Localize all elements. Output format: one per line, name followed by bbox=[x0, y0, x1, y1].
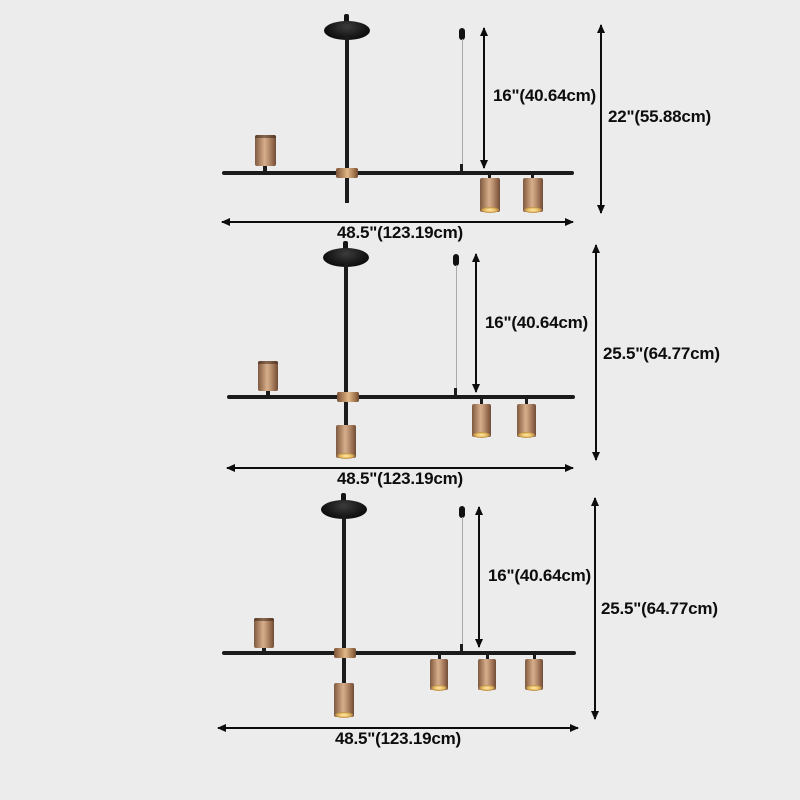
hanging-rod bbox=[342, 515, 346, 683]
drop-dimension-arrow bbox=[480, 27, 488, 169]
lamp-stub bbox=[438, 654, 441, 660]
height-dimension-arrow bbox=[591, 497, 599, 720]
wire-stub bbox=[454, 388, 457, 395]
height-dimension-arrow bbox=[592, 244, 600, 461]
lamp-stub bbox=[533, 654, 536, 660]
canopy-mount-stub bbox=[344, 14, 349, 25]
lamp-glow bbox=[473, 432, 490, 438]
lamp-stub bbox=[263, 164, 267, 172]
suspension-wire bbox=[456, 265, 457, 395]
width-dimension-arrow bbox=[226, 464, 574, 472]
horizontal-bar bbox=[222, 171, 574, 175]
height-dimension-arrow bbox=[597, 24, 605, 214]
lamp-stub bbox=[486, 654, 489, 660]
lamp-shade-down bbox=[517, 404, 536, 438]
width-dimension-arrow bbox=[221, 218, 574, 226]
wire-stub bbox=[460, 644, 463, 651]
lamp-glow bbox=[479, 685, 495, 691]
lamp-shade-up bbox=[258, 361, 278, 391]
lamp-shade-down bbox=[480, 178, 500, 213]
brass-joint bbox=[337, 392, 359, 402]
ceiling-canopy bbox=[324, 21, 370, 40]
width-dimension-label: 48.5"(123.19cm) bbox=[336, 223, 464, 242]
lamp-stub bbox=[525, 398, 528, 404]
lamp-shade-up bbox=[255, 135, 276, 166]
lamp-glow bbox=[524, 207, 542, 213]
lamp-shade-down bbox=[336, 425, 356, 459]
lamp-cap bbox=[258, 361, 278, 364]
lamp-shade-down bbox=[430, 659, 448, 691]
lamp-shade-down bbox=[478, 659, 496, 691]
width-dimension-arrow bbox=[217, 724, 579, 732]
drop-dimension-arrow bbox=[472, 253, 480, 393]
lamp-glow bbox=[431, 685, 447, 691]
lamp-glow bbox=[481, 207, 499, 213]
wire-top-cap bbox=[459, 28, 465, 40]
wire-top-cap bbox=[459, 506, 465, 518]
lamp-stub bbox=[266, 389, 270, 396]
lamp-glow bbox=[518, 432, 535, 438]
lamp-shade-down bbox=[472, 404, 491, 438]
suspension-wire bbox=[462, 517, 463, 651]
width-dimension-label: 48.5"(123.19cm) bbox=[336, 469, 464, 488]
horizontal-bar bbox=[227, 395, 575, 399]
lamp-glow bbox=[335, 712, 353, 718]
height-dimension-label: 22"(55.88cm) bbox=[608, 107, 712, 126]
wire-stub bbox=[460, 164, 463, 171]
lamp-shade-down bbox=[523, 178, 543, 213]
lamp-shade-down bbox=[334, 683, 354, 718]
lamp-stub bbox=[531, 174, 534, 179]
lamp-shade-up bbox=[254, 618, 274, 648]
lamp-cap bbox=[254, 618, 274, 621]
lamp-stub bbox=[480, 398, 483, 404]
lamp-shade-down bbox=[525, 659, 543, 691]
lamp-glow bbox=[337, 453, 355, 459]
drop-dimension-label: 16"(40.64cm) bbox=[485, 313, 589, 332]
brass-joint bbox=[336, 168, 358, 178]
lamp-stub bbox=[488, 174, 491, 179]
suspension-wire bbox=[462, 39, 463, 171]
lamp-stub bbox=[262, 645, 266, 652]
drop-dimension-label: 16"(40.64cm) bbox=[488, 566, 592, 585]
horizontal-bar bbox=[222, 651, 576, 655]
canopy-mount-stub bbox=[341, 493, 346, 504]
lamp-cap bbox=[255, 135, 276, 138]
brass-joint bbox=[334, 648, 356, 658]
ceiling-canopy bbox=[323, 248, 369, 267]
drop-dimension-label: 16"(40.64cm) bbox=[493, 86, 597, 105]
canopy-mount-stub bbox=[343, 241, 348, 252]
height-dimension-label: 25.5"(64.77cm) bbox=[601, 599, 718, 618]
ceiling-canopy bbox=[321, 500, 367, 519]
width-dimension-label: 48.5"(123.19cm) bbox=[334, 729, 462, 748]
hanging-rod bbox=[345, 36, 349, 203]
height-dimension-label: 25.5"(64.77cm) bbox=[603, 344, 720, 363]
lamp-glow bbox=[526, 685, 542, 691]
wire-top-cap bbox=[453, 254, 459, 266]
hanging-rod bbox=[344, 263, 348, 425]
drop-dimension-arrow bbox=[475, 506, 483, 648]
